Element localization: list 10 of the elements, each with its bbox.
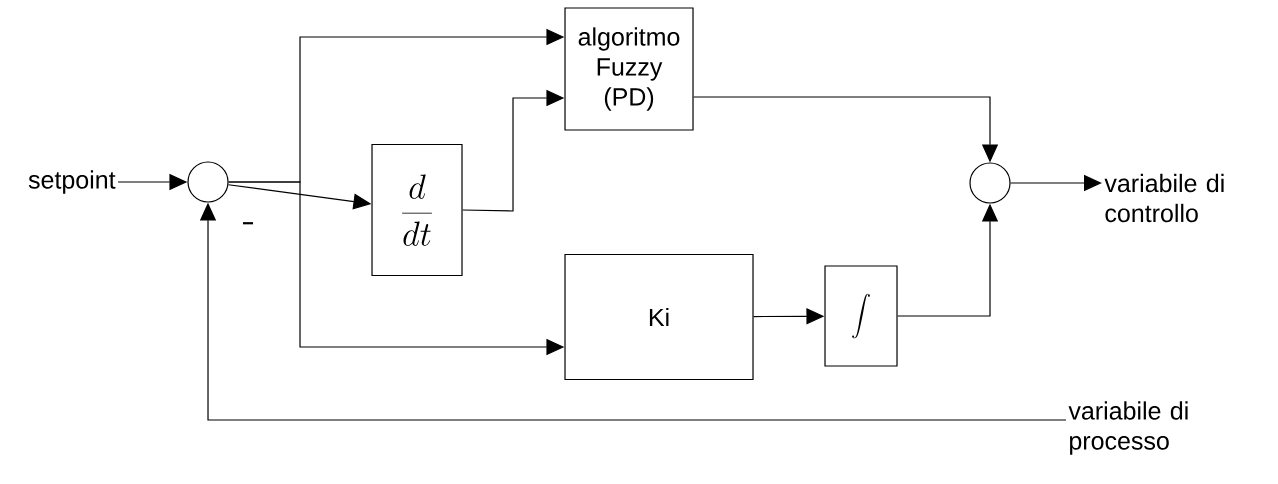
- block-box: Ki: [564, 253, 754, 381]
- summing-junction: [969, 162, 1011, 204]
- block-box: $\frac{d}{dt}$: [371, 143, 463, 277]
- minus-sign: −: [243, 222, 254, 225]
- signal-label: variabile di processo: [1068, 401, 1188, 455]
- signal-label: setpoint: [28, 170, 116, 194]
- summing-junction: [187, 161, 229, 203]
- signal-label: variabile di controllo: [1104, 173, 1224, 223]
- block-box: algoritmo Fuzzy (PD): [564, 7, 694, 131]
- block-box: $\int$: [824, 265, 898, 367]
